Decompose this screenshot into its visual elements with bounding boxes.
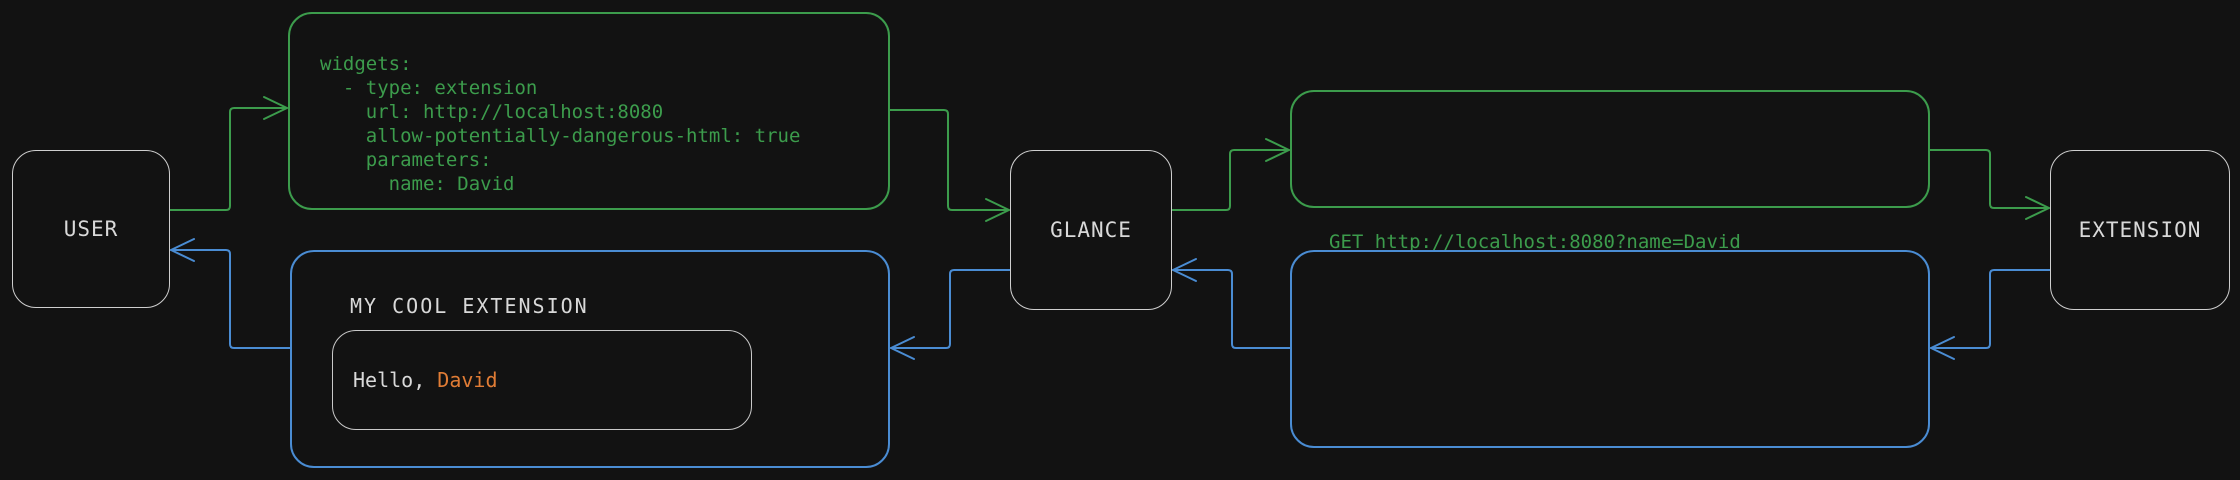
arrow-widget-to-user (170, 238, 291, 349)
glance-node-label: GLANCE (1050, 218, 1132, 242)
arrow-config-to-glance (889, 109, 1010, 222)
widget-greeting-box: Hello, David (332, 330, 752, 430)
arrow-extension-to-response (1930, 269, 2051, 360)
glance-node: GLANCE (1010, 150, 1172, 310)
request-line: GET http://localhost:8080?name=David (1329, 231, 1741, 253)
extension-node: EXTENSION (2050, 150, 2230, 310)
arrow-glance-to-widget (890, 269, 1011, 360)
http-request-code: GET http://localhost:8080?name=David (1329, 230, 1741, 254)
http-response-box: HTTP/1.1 200 OK Widget-Title: My cool ex… (1290, 250, 1930, 448)
arrow-user-to-config (169, 96, 288, 211)
greeting-prefix: Hello, (353, 368, 438, 392)
config-yaml-box: widgets: - type: extension url: http://l… (288, 12, 890, 210)
config-line: name: David (320, 173, 515, 195)
config-line: parameters: (320, 149, 492, 171)
config-yaml-code: widgets: - type: extension url: http://l… (320, 52, 800, 196)
config-line: widgets: (320, 53, 412, 75)
http-request-box: GET http://localhost:8080?name=David (1290, 90, 1930, 253)
extension-node-label: EXTENSION (2078, 218, 2202, 242)
rendered-widget-box: MY COOL EXTENSION Hello, David (290, 250, 890, 468)
user-node: USER (12, 150, 170, 308)
config-line: url: http://localhost:8080 (320, 101, 664, 123)
arrow-response-to-glance (1172, 258, 1291, 349)
greeting-name: David (437, 368, 498, 392)
config-line: - type: extension (320, 77, 538, 99)
arrow-glance-to-request (1171, 138, 1290, 211)
config-line: allow-potentially-dangerous-html: true (320, 125, 801, 147)
arrow-request-to-extension (1929, 149, 2050, 220)
widget-title: MY COOL EXTENSION (350, 294, 589, 318)
user-node-label: USER (63, 217, 119, 241)
